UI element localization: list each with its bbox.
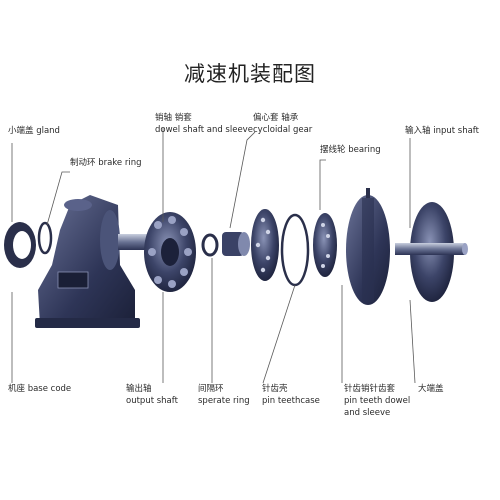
input-shaft-part: [395, 202, 468, 302]
label-cycloidal-en: cycloidal gear: [253, 125, 313, 135]
label-output-shaft: 输出轴: [126, 384, 152, 394]
label-pin-dowel-en2: and sleeve: [344, 408, 391, 418]
gland-part: [4, 222, 36, 268]
label-cycloidal: 偏心套 轴承: [253, 113, 299, 123]
label-pin-dowel: 针齿销针齿套: [344, 384, 396, 394]
label-sperate-ring: 间隔环: [198, 384, 224, 394]
label-dowel-shaft: 销轴 销套: [155, 113, 192, 123]
pin-housing-part: [346, 188, 390, 305]
leader-lines: [11, 128, 416, 384]
label-pin-dowel-en1: pin teeth dowel: [344, 396, 411, 406]
label-gland: 小端盖 gland: [8, 126, 60, 136]
label-big-cover: 大端盖: [418, 384, 444, 394]
label-brake-ring: 制动环 brake ring: [70, 158, 142, 168]
page-title: 减速机装配图: [184, 62, 316, 86]
pin-teethcase-part: [280, 213, 310, 287]
label-pin-teethcase: 针齿壳: [262, 384, 288, 394]
label-pin-teethcase-en: pin teethcase: [262, 396, 320, 406]
sperate-ring-part: [201, 233, 219, 257]
output-shaft-part: [118, 212, 196, 292]
label-bearing: 摆线轮 bearing: [320, 145, 381, 155]
cycloidal-gear-part: [251, 209, 279, 281]
label-output-shaft-en: output shaft: [126, 396, 178, 406]
label-input-shaft: 输入轴 input shaft: [405, 126, 479, 136]
eccentric-bearing-part: [222, 232, 250, 256]
bearing-part: [313, 213, 337, 277]
label-sperate-ring-en: sperate ring: [198, 396, 250, 406]
brake-ring-part: [37, 221, 53, 255]
label-dowel-shaft-en: dowel shaft and sleeve: [155, 125, 253, 135]
label-base-code: 机座 base code: [8, 384, 72, 394]
base-housing-part: [35, 195, 140, 328]
